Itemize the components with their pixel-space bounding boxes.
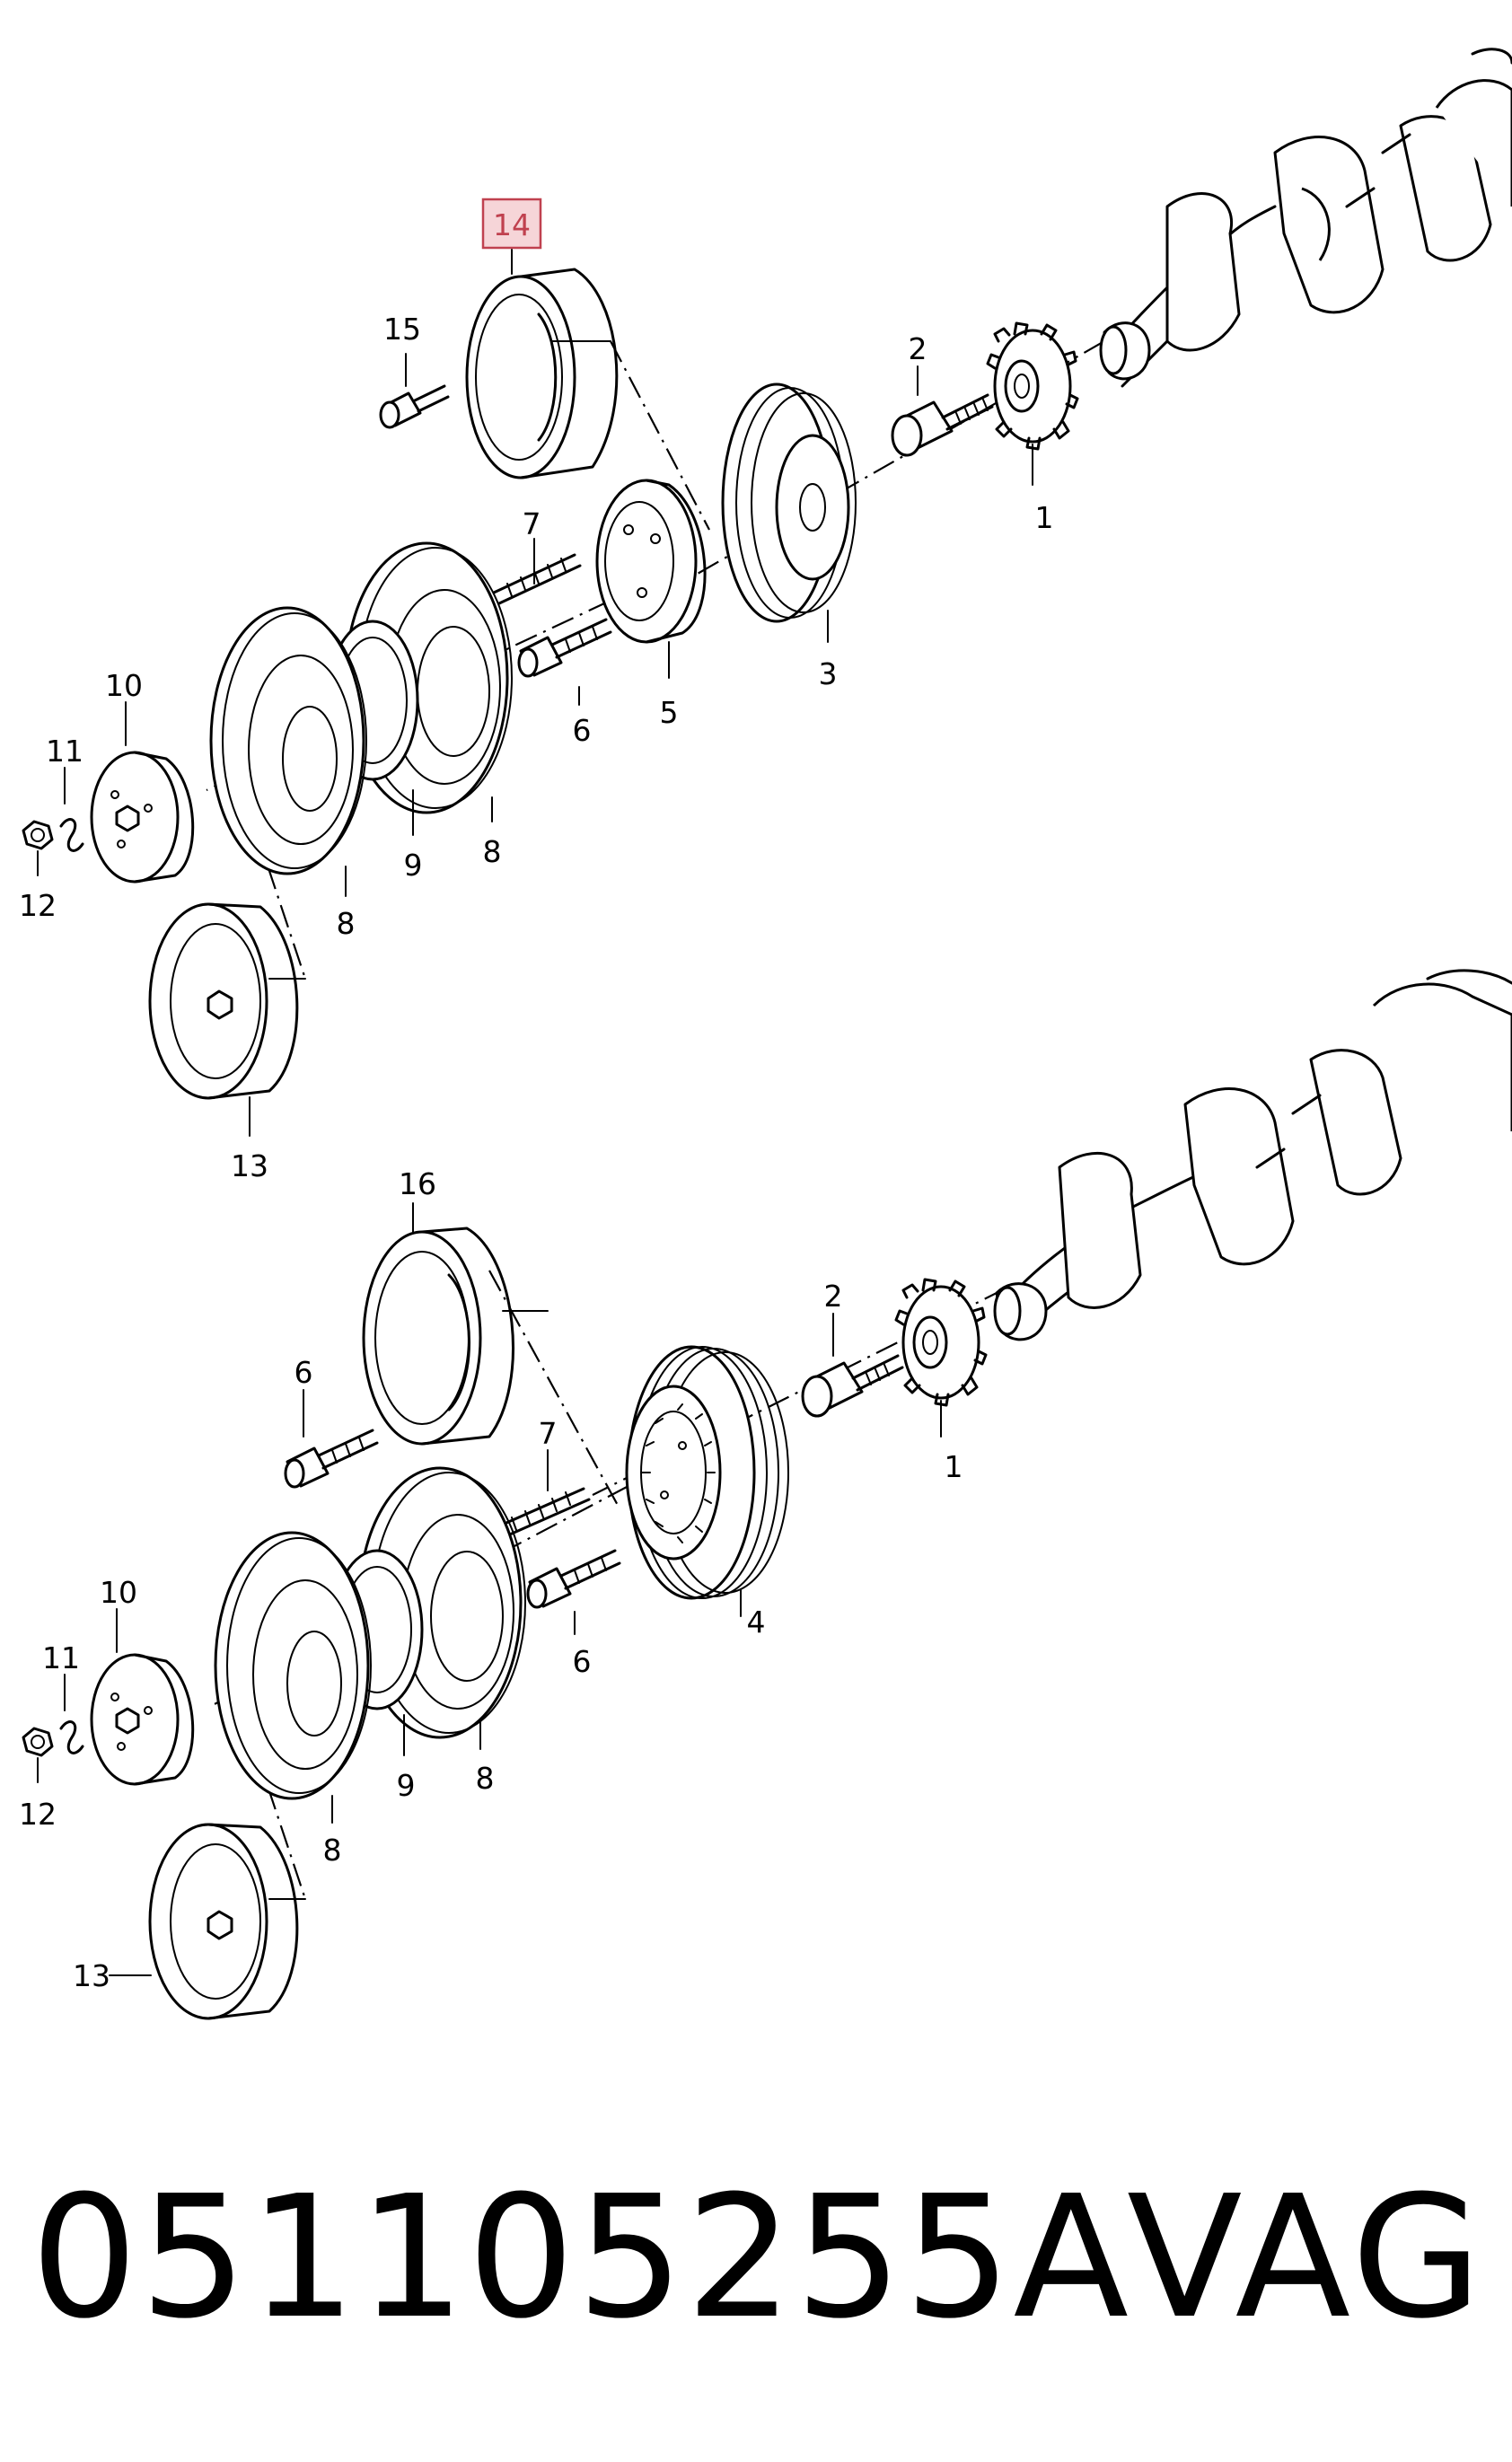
callout-8-lower-right: 8: [476, 1761, 495, 1796]
callout-6-upper: 6: [573, 713, 592, 748]
highlight-box-14: [481, 198, 542, 250]
callout-9-upper: 9: [404, 848, 423, 883]
callout-3: 3: [819, 656, 838, 691]
callout-11-upper: 11: [46, 734, 84, 769]
sprocket-upper: [986, 321, 1079, 451]
callout-6-lower: 6: [573, 1644, 592, 1679]
crankshaft-upper: [1099, 48, 1512, 388]
bolt-6-lower-left: [284, 1429, 379, 1489]
upper-assembly: [22, 48, 1512, 1137]
callout-10-lower: 10: [100, 1575, 137, 1610]
callout-6-lower-left: 6: [294, 1355, 313, 1390]
callout-1-lower: 1: [945, 1449, 963, 1484]
nut-12-lower: [22, 1727, 54, 1757]
callout-8-upper-right: 8: [483, 834, 502, 869]
part-number: 051105255A: [31, 2159, 1131, 2356]
nut-12-upper: [22, 820, 54, 850]
disc-8-upper-front: [209, 606, 367, 875]
callout-1-upper: 1: [1035, 500, 1054, 535]
callout-15: 15: [383, 312, 421, 347]
washer-11-upper: [59, 818, 84, 852]
lower-assembly: [22, 969, 1512, 2020]
bolt-6-lower: [526, 1549, 621, 1609]
hub-10-upper: [90, 751, 195, 884]
callout-12-lower: 12: [19, 1797, 57, 1832]
callout-9-lower: 9: [397, 1768, 416, 1803]
damper-pulley-4: [625, 1345, 789, 1600]
washer-11-lower: [59, 1720, 84, 1754]
callout-11-lower: 11: [42, 1640, 80, 1675]
callout-8-upper-left: 8: [337, 906, 356, 941]
bolt-2-upper: [891, 393, 994, 457]
pulley-13-upper: [148, 902, 299, 1100]
pulley-14: [465, 268, 619, 479]
disc-8-lower-front: [214, 1531, 372, 1800]
callout-7-upper: 7: [523, 506, 541, 541]
callout-13-upper: 13: [231, 1148, 268, 1183]
sprocket-lower: [894, 1278, 988, 1407]
crankshaft-lower: [993, 969, 1512, 1341]
callout-4: 4: [747, 1605, 766, 1640]
callout-13-lower: 13: [73, 1958, 110, 1993]
callout-labels-lower: 16 2 1 6 7 4 6 10 11 12 8 9 8 13: [19, 1166, 963, 1993]
stud-7-upper: [492, 553, 582, 605]
callout-labels-upper: 14 15 2 1 7 5 3 6 10 11 12 8 9 8 13: [19, 198, 1054, 1183]
callout-16: 16: [399, 1166, 436, 1201]
callout-12-upper: 12: [19, 888, 57, 923]
stud-7-lower: [497, 1487, 591, 1539]
pulley-3: [721, 382, 857, 623]
bolt-2-lower: [801, 1354, 904, 1418]
bolt-6-upper: [517, 618, 612, 678]
leader-lines-lower: [37, 1202, 942, 1976]
hub-10-lower: [90, 1653, 195, 1786]
pulley-16: [362, 1227, 514, 1446]
callout-2-lower: 2: [824, 1279, 843, 1314]
callout-7-lower: 7: [539, 1416, 558, 1451]
callout-5: 5: [660, 695, 679, 730]
brand-name: VAG: [1127, 2159, 1486, 2356]
bolt-15: [379, 384, 450, 429]
callout-14: 14: [493, 207, 531, 242]
leader-lines-upper: [37, 249, 1033, 1137]
callout-10-upper: 10: [105, 668, 143, 703]
hub-5: [595, 479, 707, 644]
part-footer: 051105255A VAG: [0, 2155, 1512, 2361]
callout-8-lower-left: 8: [323, 1833, 342, 1868]
callout-2-upper: 2: [909, 331, 927, 366]
pulley-13-lower: [148, 1823, 299, 2020]
